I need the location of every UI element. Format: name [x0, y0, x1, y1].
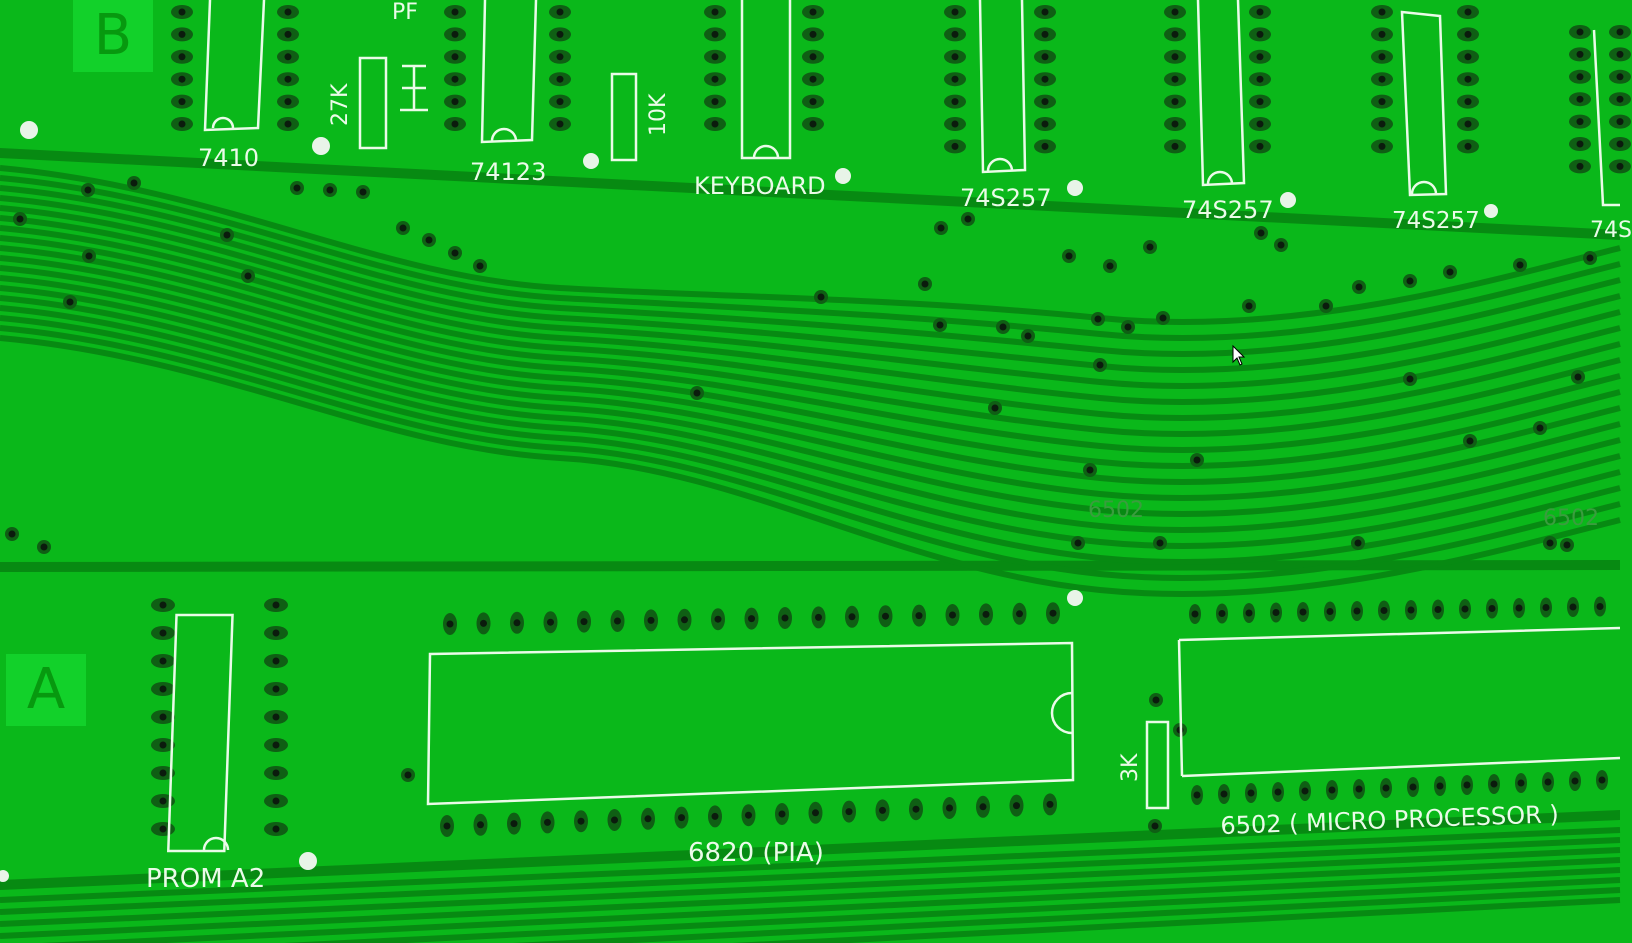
circuit-board — [0, 0, 1631, 943]
